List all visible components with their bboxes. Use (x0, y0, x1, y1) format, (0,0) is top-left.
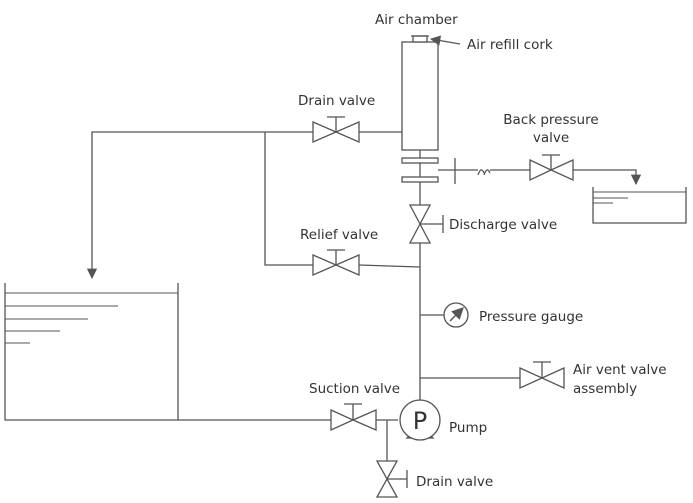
pump-label: Pump (449, 420, 487, 436)
air-chamber (401, 41, 439, 183)
drain-valve-top-label: Drain valve (298, 93, 375, 109)
bypass-line (264, 132, 313, 266)
back-pressure-label-2: valve (533, 130, 569, 146)
drain-valve-top (312, 116, 360, 143)
back-pressure-valve (529, 154, 574, 182)
discharge-valve (408, 204, 444, 244)
air-refill-cork (411, 35, 461, 46)
relief-line-right (358, 264, 421, 268)
discharge-valve-label: Discharge valve (449, 217, 557, 233)
suction-valve (330, 403, 377, 432)
air-vent-label-1: Air vent valve (573, 362, 667, 378)
pressure-gauge-label: Pressure gauge (479, 309, 583, 325)
return-line (86, 131, 265, 280)
relief-valve-label: Relief valve (300, 227, 378, 243)
relief-valve (312, 249, 360, 276)
back-pressure-label-1: Back pressure (503, 112, 598, 128)
air-chamber-label: Air chamber (375, 12, 458, 28)
back-pressure-line (438, 158, 642, 186)
supply-tank (4, 283, 179, 421)
pressure-gauge (420, 302, 469, 328)
suction-valve-label: Suction valve (309, 381, 400, 397)
receiving-tank (592, 187, 687, 224)
air-vent-label-2: assembly (573, 381, 637, 397)
air-vent-valve (519, 361, 565, 390)
pump-symbol: P (413, 407, 427, 435)
drain-valve-bottom-label: Drain valve (416, 474, 493, 490)
air-refill-cork-label: Air refill cork (467, 37, 553, 53)
pump: P (399, 399, 441, 441)
drain-valve-bottom (375, 460, 408, 498)
